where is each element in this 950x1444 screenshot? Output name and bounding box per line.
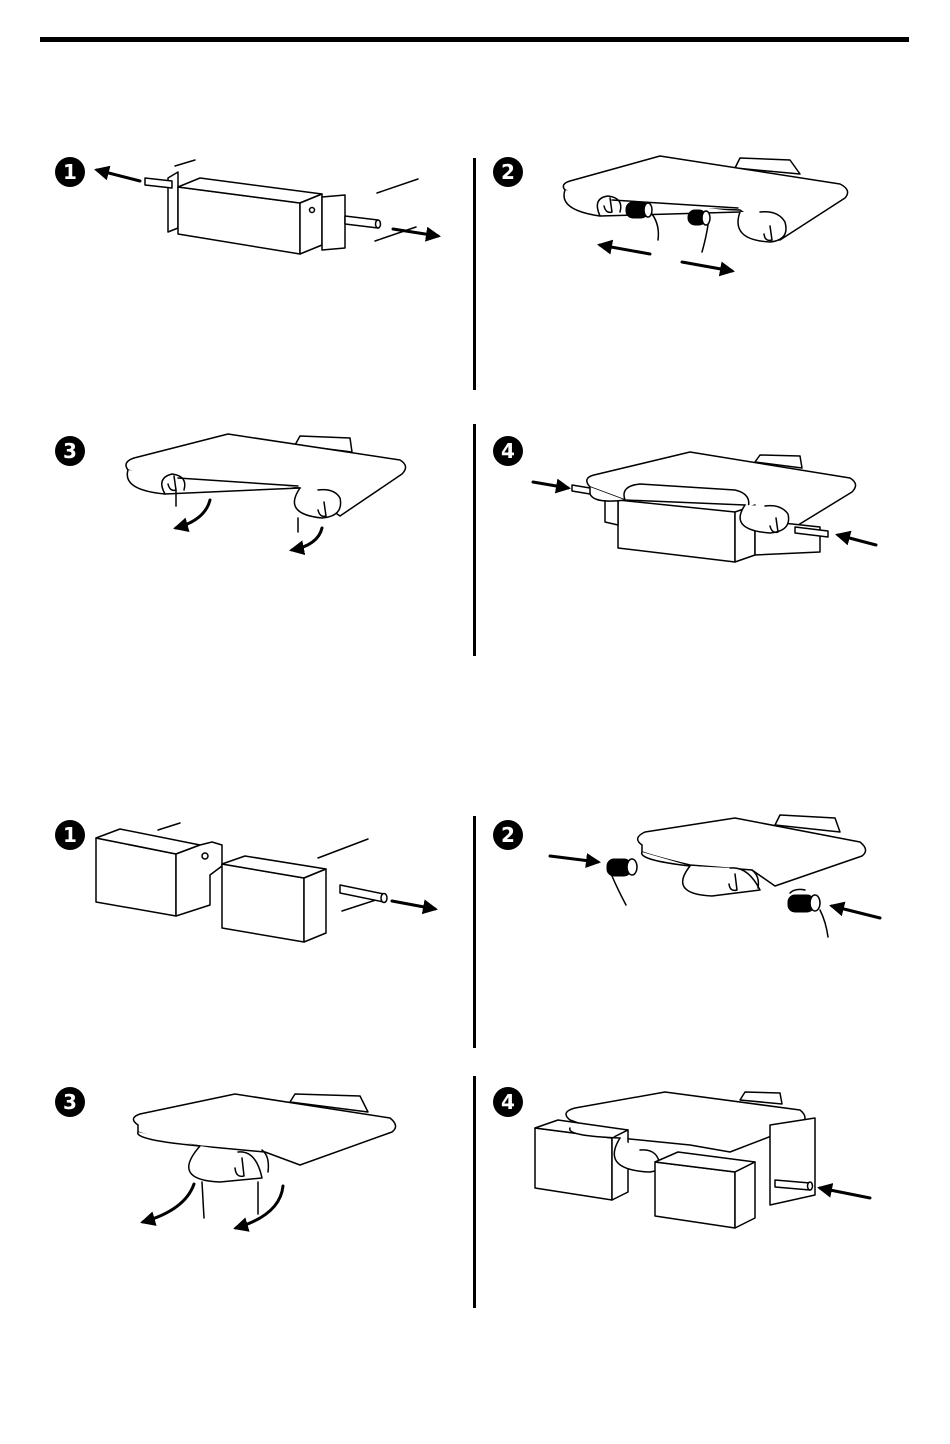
arrow-icon [820, 1188, 870, 1198]
illustration-top-2 [563, 156, 847, 271]
illustration-bottom-1 [96, 823, 435, 942]
arrow-icon [97, 170, 140, 181]
arrow-icon [392, 901, 435, 909]
illustration-top-1 [97, 160, 438, 254]
arrow-icon [143, 1184, 194, 1222]
arrow-icon [533, 482, 568, 488]
illustration-top-4 [533, 452, 876, 562]
arrow-icon [832, 906, 880, 918]
illustration-top-3 [126, 434, 406, 550]
illustration-bottom-3 [133, 1094, 395, 1228]
arrow-icon [236, 1186, 283, 1228]
arrow-icon [838, 535, 876, 545]
arrow-icon [682, 262, 732, 271]
illustration-bottom-4 [535, 1092, 870, 1228]
arrow-icon [600, 245, 650, 254]
illustration-bottom-2 [550, 815, 880, 937]
arrow-icon [292, 528, 322, 550]
arrow-icon [550, 856, 598, 862]
arrow-icon [176, 500, 210, 528]
